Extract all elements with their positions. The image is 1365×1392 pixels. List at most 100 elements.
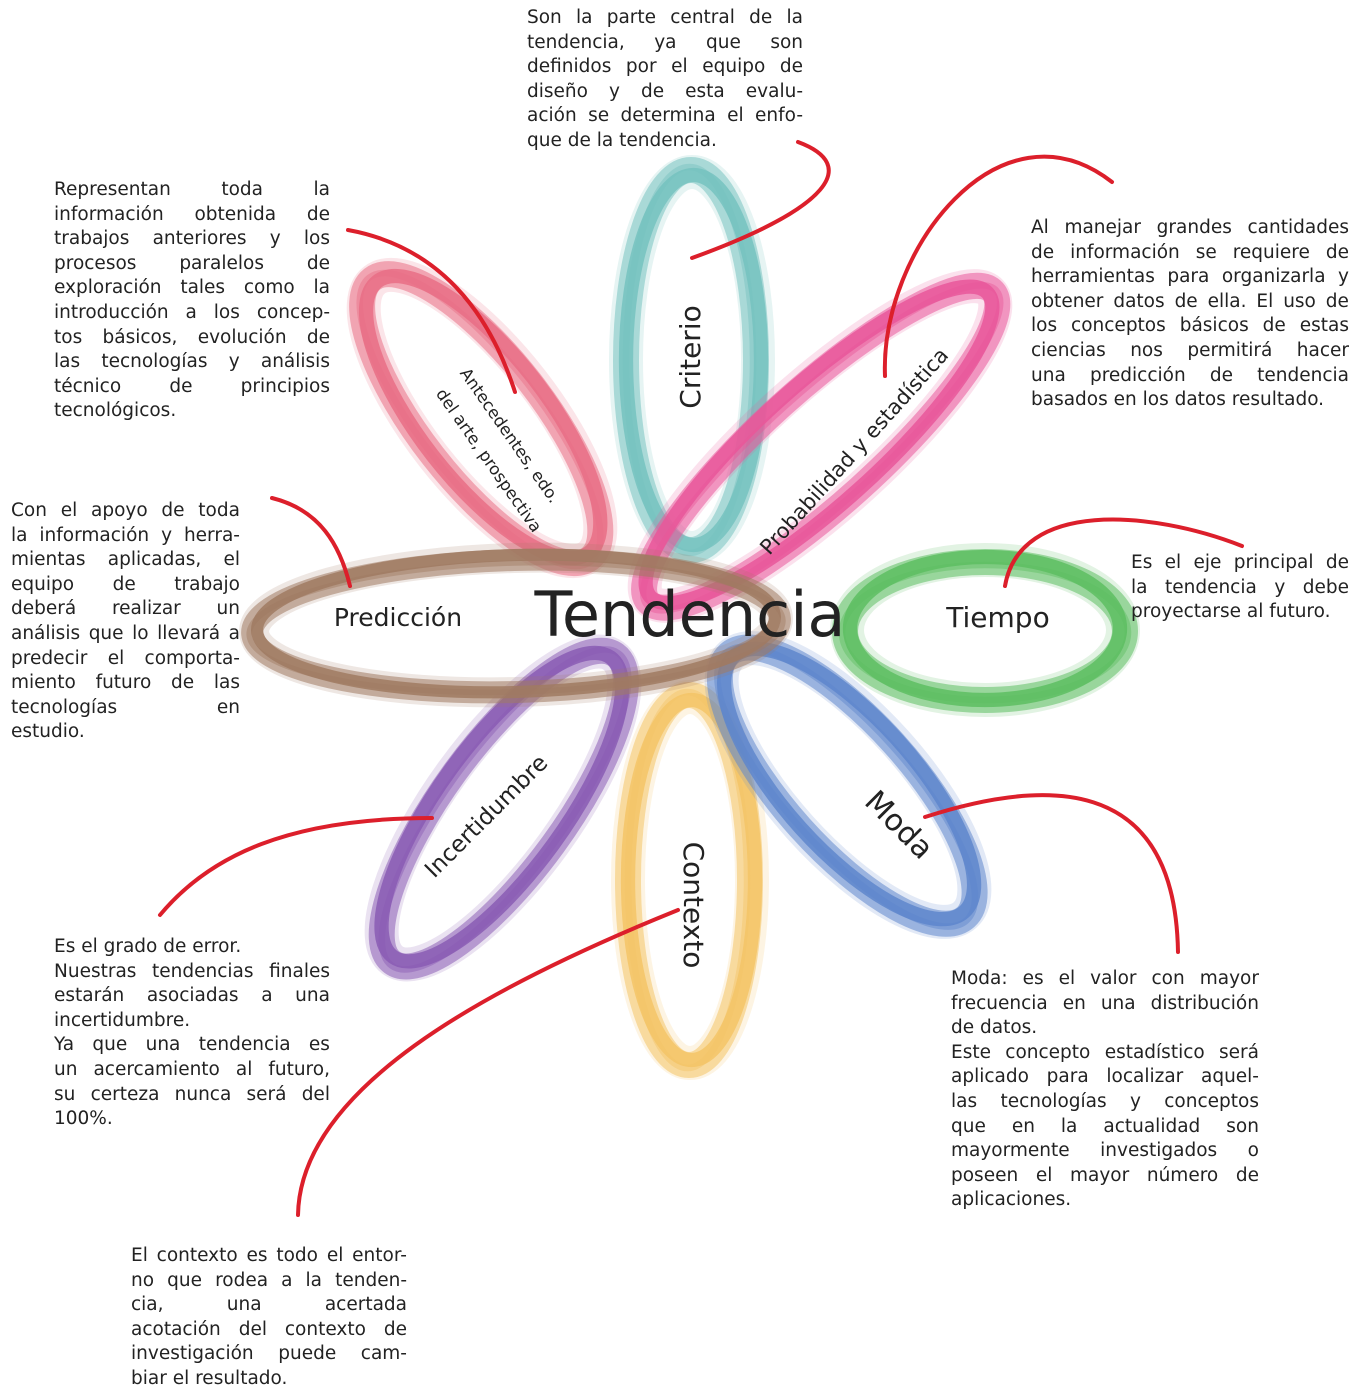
label-criterio: Criterio <box>674 305 707 408</box>
petals-group <box>239 155 1140 1080</box>
connector-incertidumbre <box>158 816 434 917</box>
petal-stroke <box>378 646 632 973</box>
petal-prediccion <box>239 542 793 708</box>
description-line: que de la tendencia. <box>527 129 717 151</box>
description-line: de datos. <box>951 1017 1038 1039</box>
center-label: Tendencia <box>534 578 846 651</box>
description-line: aplicaciones. <box>951 1189 1072 1211</box>
petal-probabilidad <box>627 269 1013 623</box>
description-line: estudio. <box>11 721 85 743</box>
petal-stroke <box>639 282 1004 614</box>
connector-moda <box>923 793 1180 954</box>
description-line: proyectarse al futuro. <box>1131 601 1331 623</box>
connector-criterio <box>690 140 831 260</box>
petal-stroke <box>618 167 769 553</box>
petal-stroke <box>842 549 1128 708</box>
petal-stroke <box>246 559 786 696</box>
label-probabilidad: Probabilidad y estadística <box>755 343 953 559</box>
label-contexto: Contexto <box>677 842 710 969</box>
description-line: basados en los datos resultado. <box>1031 389 1325 411</box>
connector-antecedentes <box>346 228 517 394</box>
label-prediccion: Predicción <box>334 603 462 632</box>
petal-stroke <box>620 692 763 1068</box>
description-line: Es el grado de error. <box>54 936 242 957</box>
connector-lines <box>158 140 1244 1217</box>
description-line: 100%. <box>54 1108 113 1130</box>
connector-prediccion <box>270 496 352 588</box>
petal-antecedentes <box>346 257 618 579</box>
petal-criterio <box>609 155 775 565</box>
description-line: tecnológicos. <box>54 400 177 422</box>
connector-probabilidad <box>882 154 1114 378</box>
label-tiempo: Tiempo <box>945 601 1049 634</box>
petal-stroke <box>838 561 1132 704</box>
petal-stroke <box>624 688 751 1072</box>
petal-contexto <box>611 680 769 1080</box>
description-line: incertidumbre. <box>54 1009 191 1031</box>
petal-tiempo <box>830 543 1140 717</box>
petal-stroke <box>638 279 1000 611</box>
connector-tiempo <box>1003 517 1244 588</box>
petal-stroke <box>358 268 608 566</box>
petal-incertidumbre <box>364 634 642 982</box>
connector-contexto <box>296 908 680 1217</box>
petal-stroke <box>250 548 781 699</box>
description-line: biar el resultado. <box>131 1367 288 1389</box>
